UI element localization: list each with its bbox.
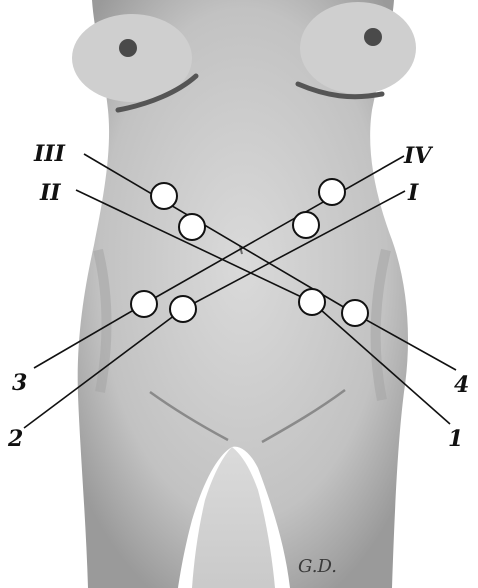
right-breast [300,2,416,94]
marker-I [293,212,319,238]
marker-2 [170,296,196,322]
marker-IV [319,179,345,205]
marker-II [179,214,205,240]
artist-signature: G.D. [298,556,337,577]
label-3: 3 [12,370,27,396]
right-nipple [364,28,382,46]
label-2: 2 [7,426,23,452]
marker-III [151,183,177,209]
label-II: II [39,180,61,206]
label-IV: IV [403,143,433,169]
left-nipple [119,39,137,57]
label-1: 1 [448,426,463,452]
label-I: I [407,180,419,206]
marker-1 [299,289,325,315]
label-III: III [33,141,66,167]
label-4: 4 [454,372,469,398]
marker-4 [342,300,368,326]
marker-3 [131,291,157,317]
